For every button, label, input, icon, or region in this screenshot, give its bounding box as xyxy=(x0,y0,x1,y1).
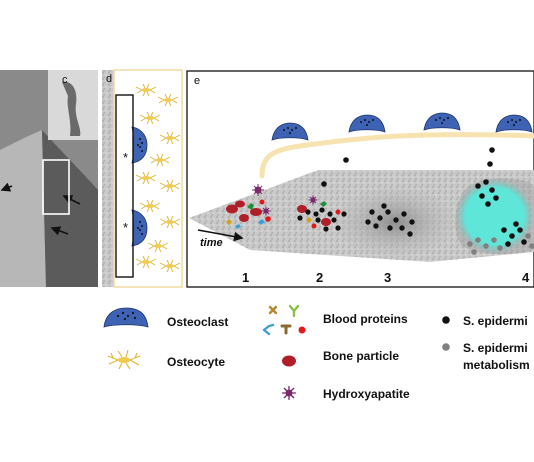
asterisk-marker: * xyxy=(123,220,128,235)
bacteria-cluster xyxy=(297,181,347,232)
arrow-icon xyxy=(0,182,13,192)
asterisk-marker: * xyxy=(123,150,128,165)
legend: Osteoclast Osteocyte Blood proteins Bone… xyxy=(103,304,530,401)
bone-particle-icon xyxy=(239,214,249,222)
bone-particle-icon xyxy=(235,200,245,208)
hydroxyapatite-icon xyxy=(261,206,271,216)
stage-number: 2 xyxy=(316,270,323,285)
time-arrow-icon xyxy=(197,229,244,242)
osteoclast-icon xyxy=(271,122,309,141)
osteocyte-icon xyxy=(157,93,179,107)
osteocyte-icon xyxy=(139,111,161,125)
osteoclast-icon xyxy=(131,209,148,247)
blood-protein-icon xyxy=(311,223,317,229)
osteoclast-icon xyxy=(348,114,386,133)
osteoclast-icon xyxy=(103,307,149,328)
arrow-icon xyxy=(50,226,69,236)
legend-s-epidermidis-label: S. epidermi xyxy=(463,314,528,328)
blood-protein-icon xyxy=(265,216,271,222)
arrow-icon xyxy=(62,195,81,205)
hydroxyapatite-icon xyxy=(252,184,264,196)
hydroxyapatite-icon xyxy=(308,195,318,205)
bone-particle-icon xyxy=(250,208,262,216)
osteoclast-icon xyxy=(495,114,533,133)
legend-s-epidermidis-metab-label-2: metabolism xyxy=(463,358,530,372)
osteocyte-icon xyxy=(159,179,181,193)
bone-particle-icon xyxy=(297,205,307,213)
stage-number: 4 xyxy=(522,270,530,285)
blood-protein-icon xyxy=(335,209,341,215)
blood-protein-icon xyxy=(226,219,232,225)
legend-bone-particle-label: Bone particle xyxy=(323,349,399,363)
legend-blood-proteins-label: Blood proteins xyxy=(323,312,408,326)
panel-c-micrograph: c xyxy=(0,70,98,287)
bone-particle-icon xyxy=(321,218,331,226)
osteocyte-icon xyxy=(159,215,181,229)
legend-hydroxyapatite-label: Hydroxyapatite xyxy=(323,387,410,401)
osteocyte-column xyxy=(135,83,181,273)
osteoclast-icon xyxy=(423,112,461,131)
osteocyte-icon xyxy=(135,83,157,97)
panel-c-label: c xyxy=(62,74,68,86)
legend-s-epidermidis-metab-label-1: S. epidermi xyxy=(463,341,528,355)
bacteria-grey-icon xyxy=(442,343,450,351)
stage-4-cluster xyxy=(467,147,534,255)
blood-protein-icon xyxy=(259,199,265,205)
osteocyte-icon xyxy=(107,349,141,370)
blood-protein-icon xyxy=(306,217,312,223)
bone-surface-line xyxy=(259,132,534,179)
stage-3-cluster xyxy=(343,157,415,237)
bone-particle-icon xyxy=(226,204,238,214)
legend-osteoclast-label: Osteoclast xyxy=(167,315,228,329)
blood-protein-icon xyxy=(258,219,265,225)
panel-e-label: e xyxy=(194,75,200,87)
stage-number: 3 xyxy=(384,270,391,285)
highlight-box xyxy=(42,159,70,215)
osteocyte-icon xyxy=(139,199,161,213)
osteocyte-icon xyxy=(159,259,181,273)
osteocyte-icon xyxy=(159,131,181,145)
hydroxyapatite-icon xyxy=(282,386,296,400)
time-label: time xyxy=(200,237,223,249)
bacteria-black-icon xyxy=(442,316,450,324)
blood-protein-icon xyxy=(247,203,254,210)
osteocyte-icon xyxy=(135,255,157,269)
selection-rectangle xyxy=(115,94,134,278)
osteocyte-icon xyxy=(149,153,171,167)
panel-d-label: d xyxy=(106,73,112,85)
blood-protein-icon xyxy=(262,304,306,336)
stage-1-cluster xyxy=(226,184,271,229)
bone-particle-icon xyxy=(282,355,296,367)
panel-e-timeline: e xyxy=(186,70,534,288)
osteocyte-icon xyxy=(135,171,157,185)
stage-2-cluster xyxy=(297,181,347,232)
stage-number: 1 xyxy=(242,270,249,285)
legend-osteocyte-label: Osteocyte xyxy=(167,355,225,369)
panel-d-schematic: d * * xyxy=(102,69,183,288)
osteocyte-icon xyxy=(147,239,169,253)
blood-protein-icon xyxy=(235,224,241,229)
blood-protein-icon xyxy=(320,201,327,207)
